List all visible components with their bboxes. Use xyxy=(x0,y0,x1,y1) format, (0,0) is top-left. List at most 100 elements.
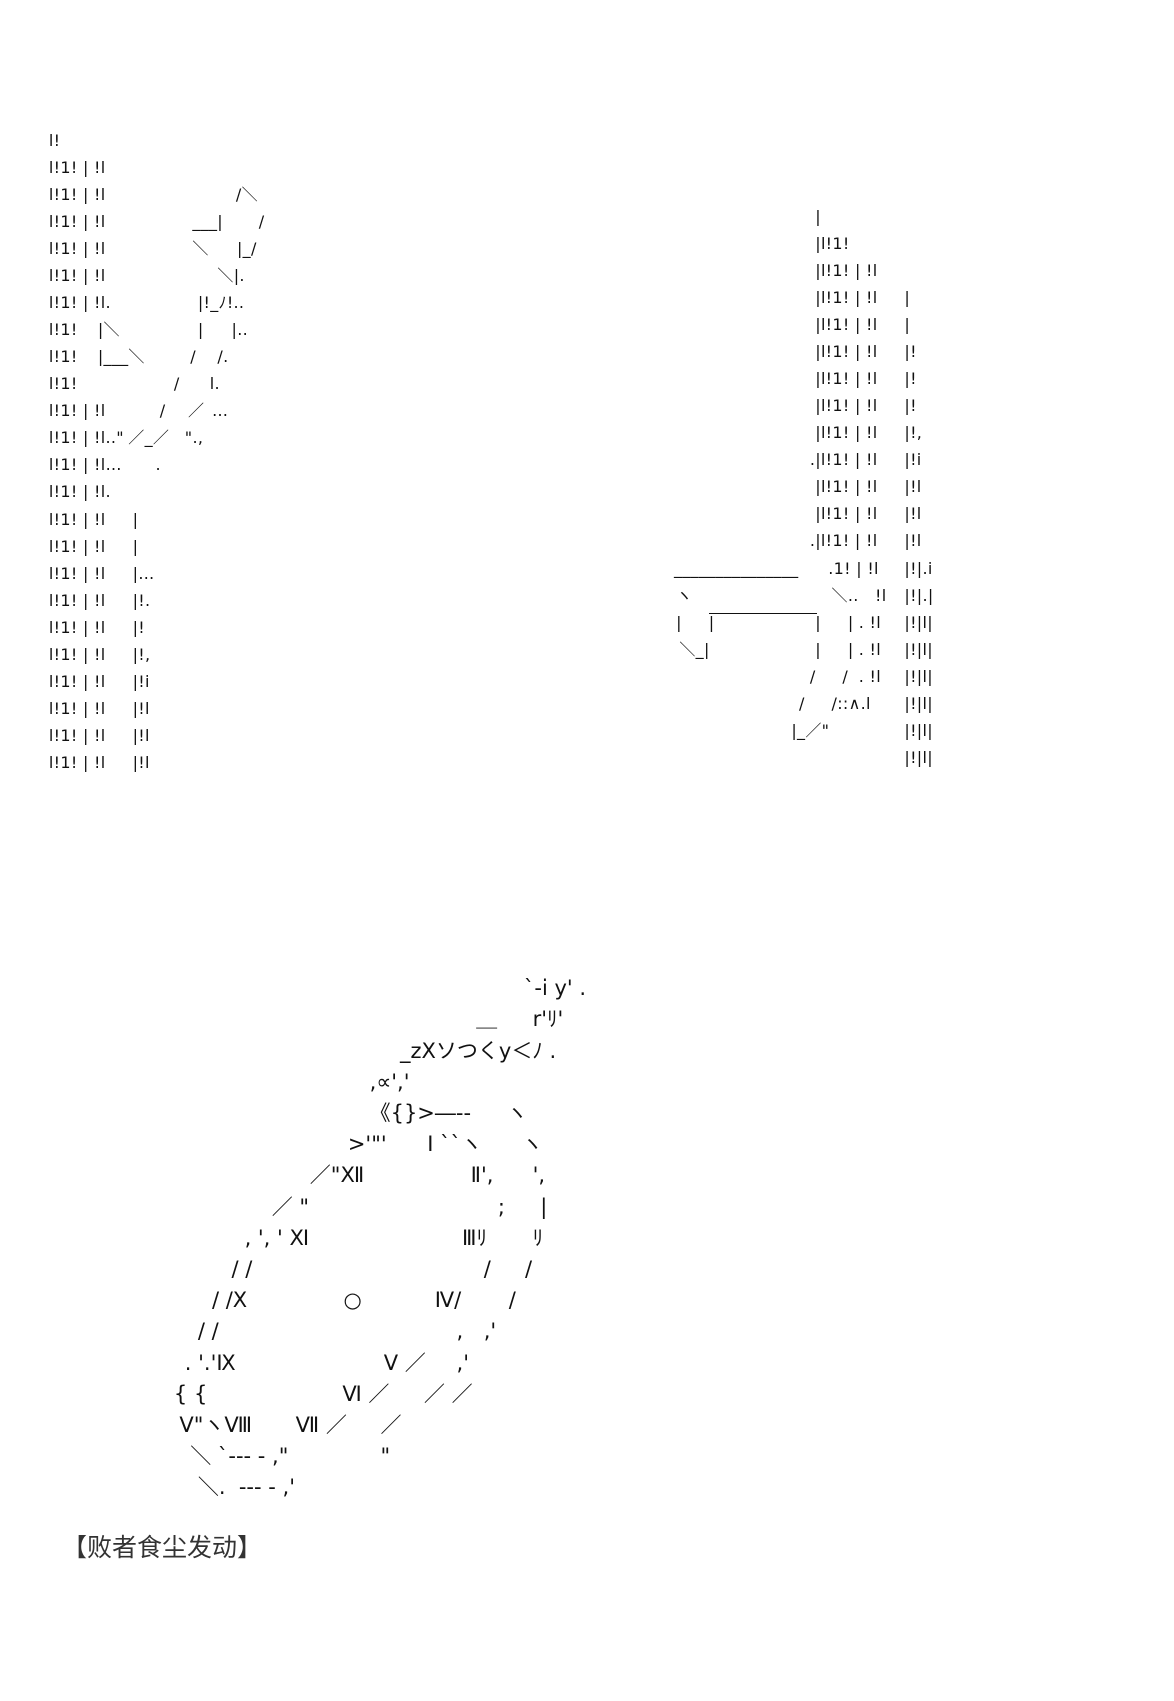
left-line-segment: |!l xyxy=(132,726,150,746)
left-line-segment: l!1! | !l xyxy=(48,563,106,583)
left-line-segment: l. xyxy=(209,374,220,394)
left-line-segment: l!1! | !l xyxy=(48,699,106,718)
clock-line-segment: ／ xyxy=(380,1413,402,1438)
left-line-segment: |… xyxy=(132,563,155,583)
clock-line-segment: >'"' xyxy=(347,1132,387,1157)
left-line-segment: l!1! | !l xyxy=(48,590,106,610)
clock-line-segment: { { xyxy=(173,1381,208,1406)
clock-line-segment: ＼. ‐‐‐ ‐ ,' xyxy=(197,1475,295,1500)
clock-line-segment: ,' xyxy=(456,1350,469,1375)
right-line-segment: . !l xyxy=(858,666,881,686)
clock-line-segment: ヽ xyxy=(521,1132,543,1157)
left-line-segment: | xyxy=(132,536,139,556)
clock-line-segment: Ⅰ ``ヽ xyxy=(427,1132,483,1157)
clock-line-segment: / / xyxy=(231,1257,253,1282)
clock-line-segment: V"ヽⅧ xyxy=(179,1413,253,1438)
left-line-segment: / xyxy=(190,347,196,367)
left-line-segment: /. xyxy=(217,347,229,367)
clock-line-segment: Ⅳ/ xyxy=(434,1288,462,1313)
clock-line-segment: ＼ `‐‐‐ ‐ ," xyxy=(190,1444,289,1469)
right-line-segment: |l!1! | !l xyxy=(815,342,878,362)
clock-line-segment: ,∝',' xyxy=(369,1069,410,1094)
right-line-segment: _______________ xyxy=(673,558,799,578)
right-line-segment: . !l xyxy=(858,639,881,659)
left-line-segment: "., xyxy=(184,428,204,448)
left-line-segment: l!1! | !l xyxy=(48,211,106,231)
clock-line-segment: " xyxy=(380,1444,391,1469)
right-line-segment: |!l xyxy=(904,531,922,551)
right-line-segment: /::∧.l xyxy=(831,693,871,713)
right-line-segment: |! xyxy=(904,396,917,416)
left-line-segment: |＼ xyxy=(97,320,120,340)
clock-line-segment: / / xyxy=(197,1319,219,1344)
right-line-segment: |l!1! | !l xyxy=(815,314,878,334)
right-line-segment: |l!1! | !l xyxy=(815,477,878,497)
right-line-segment: |!|l| xyxy=(904,748,933,768)
left-line-segment: l!1! | !l xyxy=(48,184,106,204)
right-line-segment: |l!1! | !l xyxy=(815,423,878,443)
right-line-segment: | xyxy=(904,287,911,307)
clock-line-segment: ; xyxy=(497,1194,505,1219)
left-line-segment: |!i xyxy=(132,671,150,691)
clock-line-segment: ＿ xyxy=(476,1007,498,1032)
left-line-segment: l!1! xyxy=(48,320,78,340)
left-line-segment: / xyxy=(159,401,166,421)
left-line-segment: l!1! | !l xyxy=(48,265,106,285)
left-line-segment: l!1! xyxy=(48,347,78,367)
right-line-segment: / xyxy=(842,666,849,686)
clock-line-segment: / xyxy=(525,1257,533,1282)
left-line-segment: l!1! | !l xyxy=(48,401,106,421)
left-line-segment: ___| xyxy=(192,211,223,231)
left-line-segment: l!1! | !l. xyxy=(48,293,111,312)
clock-line-segment: ﾘ xyxy=(532,1225,544,1250)
clock-line-segment: / /Ⅹ xyxy=(211,1288,248,1313)
right-line-segment: | xyxy=(676,612,682,632)
right-line-segment: !l xyxy=(875,585,887,605)
left-line-segment: |! xyxy=(132,617,146,637)
left-line-segment: l!1! | !l… xyxy=(48,455,122,475)
right-line-segment: .|l!1! | !l xyxy=(809,531,878,551)
right-line-segment: |!|l| xyxy=(904,693,933,713)
left-line-segment: / xyxy=(258,211,265,231)
right-line-segment: |!|l| xyxy=(904,666,933,686)
right-line-segment: . !l xyxy=(858,612,881,632)
left-line-segment: l!1! | !l xyxy=(48,157,106,177)
right-line-segment: |!|l| xyxy=(904,720,933,740)
right-line-segment: |!i xyxy=(904,450,922,470)
right-line-segment: / xyxy=(809,666,816,686)
left-line-segment: | xyxy=(197,320,204,340)
right-line-segment: |! xyxy=(904,369,917,389)
left-line-segment: l!1! | !l xyxy=(48,644,106,664)
left-line-segment: |!l xyxy=(132,753,150,773)
right-line-segment: ヽ xyxy=(676,585,693,605)
clock-line-segment: Ⅱ', xyxy=(470,1163,494,1188)
right-line-segment: ＼_| xyxy=(679,639,710,659)
clock-line-segment: / xyxy=(508,1288,516,1313)
right-line-segment: |l!1! xyxy=(815,233,850,253)
clock-line-segment: , xyxy=(456,1319,464,1344)
left-line-segment: l! xyxy=(48,130,61,150)
clock-line-segment: ／"Ⅻ xyxy=(309,1163,365,1188)
clock-line-segment: ヽ xyxy=(506,1101,528,1126)
right-line-segment: |!, xyxy=(904,423,923,443)
clock-line-segment: Ⅲﾘ xyxy=(461,1225,487,1250)
clock-line-segment: _zXソつくy＜ﾉ . xyxy=(400,1038,557,1063)
clock-line-segment: ○ xyxy=(343,1288,362,1313)
right-line-segment: | xyxy=(708,612,715,632)
left-line-segment: l!1! | !l xyxy=(48,617,106,637)
clock-line-segment: . '.'Ⅸ xyxy=(184,1350,236,1375)
left-line-segment: l!1! | !l xyxy=(48,753,106,773)
left-line-segment: . xyxy=(155,455,161,475)
clock-line-segment: / xyxy=(483,1257,491,1282)
right-line-segment: | xyxy=(847,639,854,659)
left-line-segment: ＼ xyxy=(192,238,209,258)
right-line-segment: | xyxy=(847,612,854,632)
left-line-segment: l!1! | !l xyxy=(48,726,106,746)
caption-text: 【败者食尘发动】 xyxy=(62,1533,263,1562)
left-line-segment: ＼|. xyxy=(217,265,245,285)
left-line-segment: l!1! | !l xyxy=(48,509,106,529)
left-line-segment: /＼ xyxy=(235,184,258,204)
right-line-segment: |_／" xyxy=(791,720,830,740)
right-line-segment: | xyxy=(815,206,821,226)
right-line-segment: |l!1! | !l xyxy=(815,287,878,307)
